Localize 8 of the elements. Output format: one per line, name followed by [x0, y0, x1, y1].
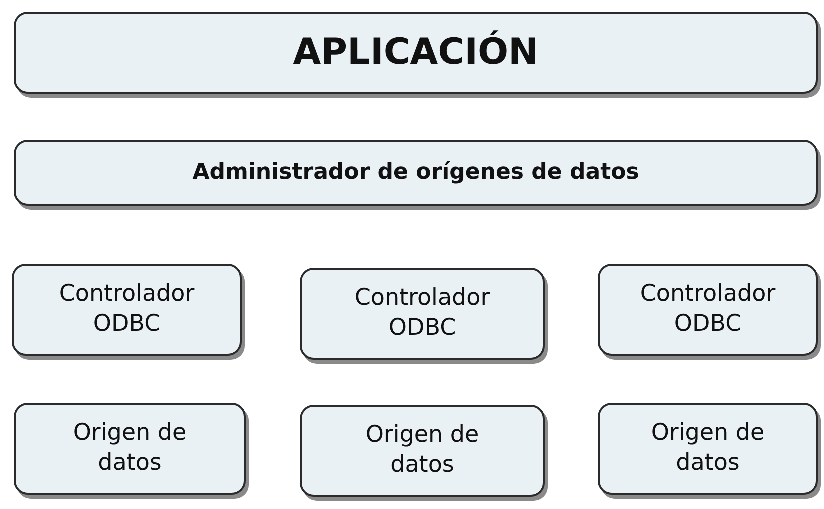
- box-label: Controlador ODBC: [354, 284, 492, 343]
- box-label: Controlador ODBC: [58, 280, 196, 339]
- box-label: Origen de datos: [650, 419, 766, 478]
- box-label: Origen de datos: [72, 419, 188, 478]
- box-label: APLICACIÓN: [293, 30, 539, 75]
- box-label: Administrador de orígenes de datos: [192, 158, 640, 187]
- box-label: Controlador ODBC: [639, 280, 777, 339]
- box-label: Origen de datos: [364, 421, 480, 480]
